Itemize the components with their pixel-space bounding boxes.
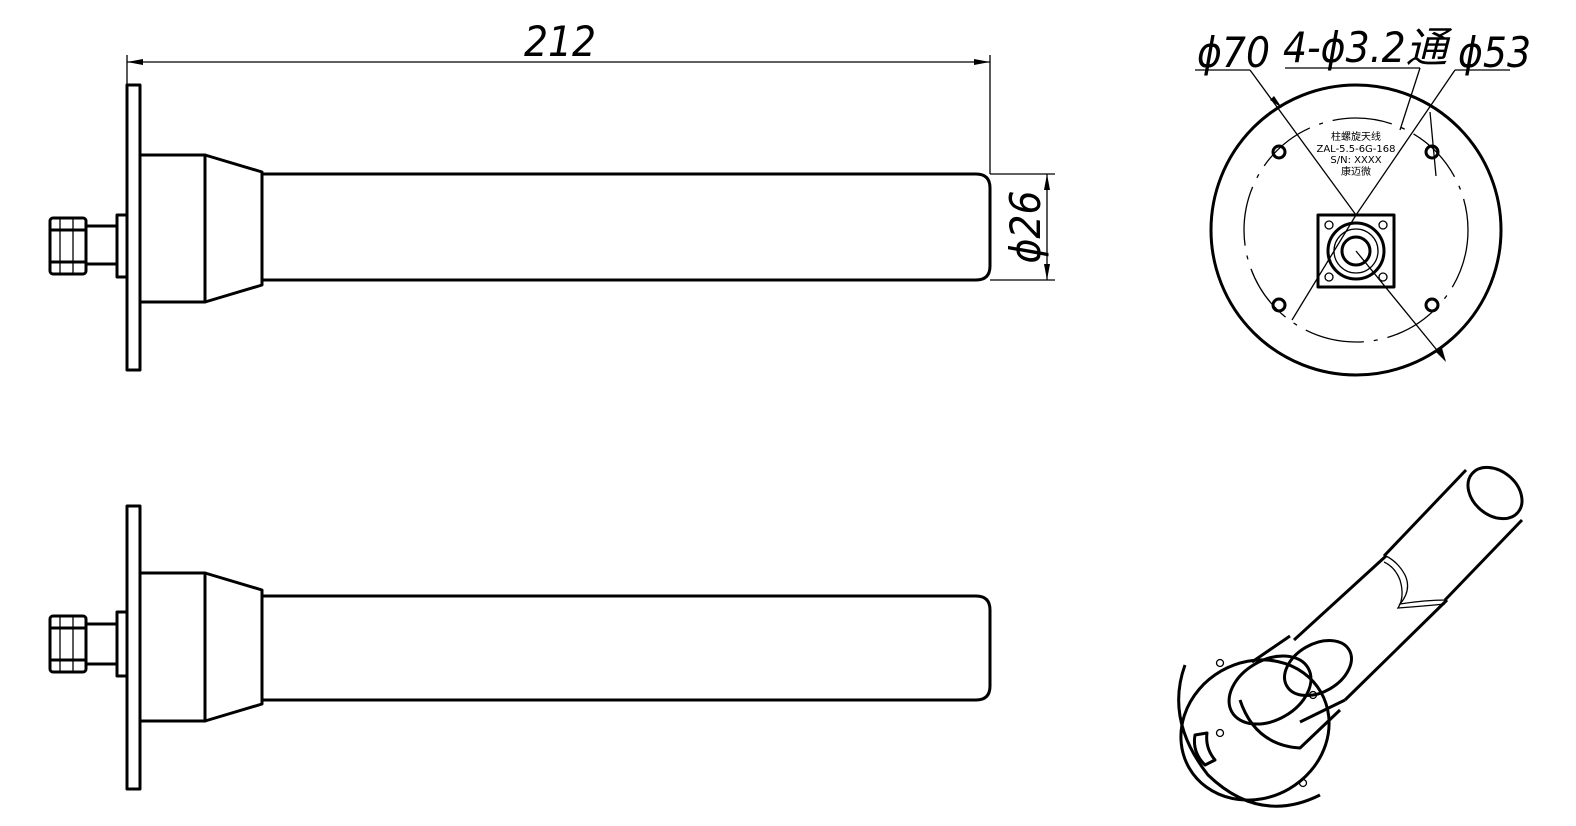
dimension-holes-text: 4-ϕ3.2通: [1283, 23, 1453, 72]
flange-plate: [125, 504, 142, 791]
dimension-tube-diameter-text: ϕ26: [1001, 191, 1050, 264]
dimension-tube-diameter: ϕ26: [990, 173, 1055, 281]
iso-tube-edge: [1443, 518, 1524, 602]
cone: [203, 153, 264, 304]
iso-tube-edge: [1292, 554, 1388, 642]
tube: [262, 594, 992, 702]
iso-cone: [1251, 634, 1346, 724]
label-line-3: S/N: XXXX: [1330, 155, 1381, 166]
isometric-view: [1177, 465, 1524, 808]
label-line-2: ZAL-5.5-6G-168: [1316, 144, 1395, 155]
mount-hole: [1424, 144, 1440, 160]
cone: [203, 571, 264, 723]
iso-tube-edge: [1382, 468, 1468, 558]
iso-break-line: [1385, 555, 1448, 605]
connector: [48, 213, 129, 279]
hole-circle: [1243, 117, 1469, 343]
dimension-length-text: 212: [524, 17, 596, 66]
dimension-length: 212: [126, 17, 991, 174]
body-block: [138, 571, 207, 723]
iso-break-line: [1383, 561, 1446, 609]
body-block: [138, 153, 207, 304]
iso-body: [1227, 654, 1313, 726]
top-view: ϕ70 4-ϕ3.2通 ϕ53 柱螺旋天线 ZAL-5.5-6G-168 S/N…: [1195, 23, 1531, 377]
dimension-hole-circle-text: ϕ53: [1458, 28, 1531, 77]
label-line-1: 柱螺旋天线: [1331, 130, 1381, 143]
side-view-top: 212 ϕ26: [48, 17, 1055, 372]
mount-hole: [1271, 297, 1287, 313]
iso-connector: [1193, 731, 1217, 767]
iso-tube-end: [1466, 465, 1524, 521]
dimension-flange-text: ϕ70: [1197, 28, 1270, 77]
flange-plate: [125, 83, 142, 372]
tube: [262, 172, 992, 282]
label-line-4: 康迈微: [1341, 165, 1371, 178]
mount-hole: [1424, 297, 1440, 313]
side-view-bottom: [48, 504, 992, 791]
iso-flange-edge: [1177, 664, 1321, 808]
mount-hole: [1271, 144, 1287, 160]
iso-tube-base: [1283, 639, 1353, 697]
flange-outline: [1209, 83, 1503, 377]
connector: [48, 610, 129, 678]
iso-body-side: [1238, 699, 1342, 750]
iso-tube-edge: [1343, 598, 1449, 702]
